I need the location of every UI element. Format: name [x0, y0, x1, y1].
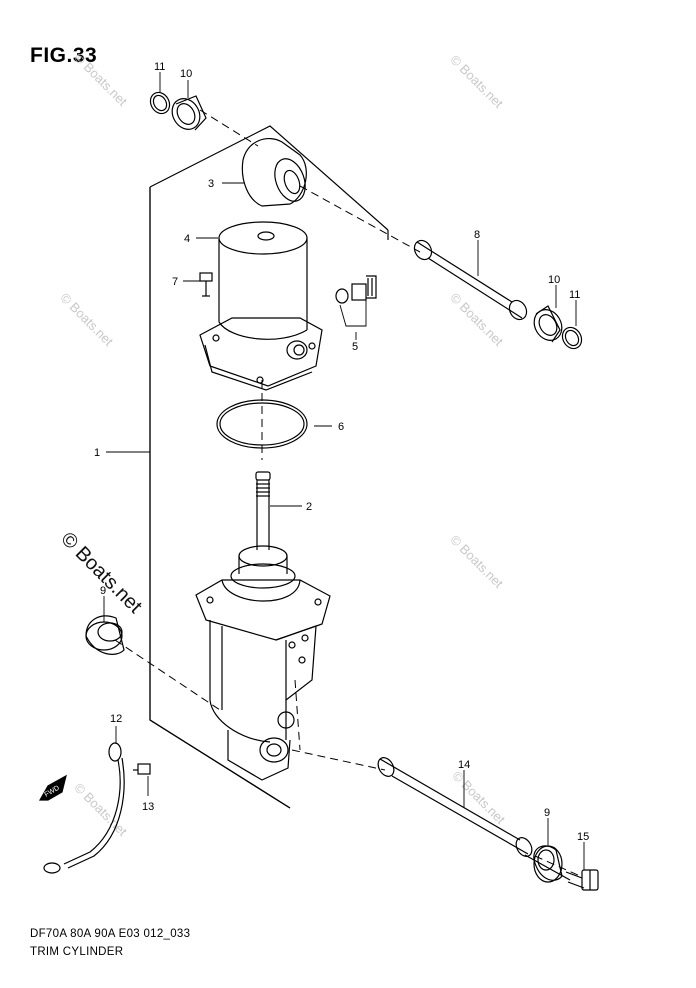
screw-part-7: [199, 272, 213, 297]
fitting-part-5: [335, 275, 377, 304]
bolt-part-13: [133, 763, 151, 775]
cylinder-body-lower: [195, 579, 331, 781]
callout-7: 7: [172, 276, 178, 288]
callout-4: 4: [184, 233, 190, 245]
callout-9: 9: [544, 807, 550, 819]
callout-10: 10: [180, 68, 192, 80]
callout-1: 1: [94, 447, 100, 459]
bushing-part-10-right: [533, 305, 563, 343]
callout-11: 11: [569, 289, 580, 301]
callout-8: 8: [474, 229, 480, 241]
callout-6: 6: [338, 421, 344, 433]
callout-14: 14: [458, 759, 470, 771]
bolt-part-15: [565, 869, 599, 891]
drawing-code: DF70A 80A 90A E03 012_033: [30, 928, 191, 940]
piston-rod-part-2: [230, 471, 296, 589]
callout-15: 15: [577, 831, 589, 843]
cylinder-housing-part-4: [199, 221, 323, 391]
circlip-part-11-top: [149, 91, 171, 115]
figure-caption: TRIM CYLINDER: [30, 946, 124, 958]
bushing-part-9-left: [85, 615, 125, 655]
callout-5: 5: [352, 341, 358, 353]
callout-2: 2: [306, 501, 312, 513]
callout-9: 9: [100, 585, 106, 597]
bushing-part-9-right: [533, 845, 563, 883]
ground-wire-part-12: [43, 742, 125, 874]
fwd-arrow: [38, 774, 67, 801]
pin-part-14: [377, 757, 533, 857]
bushing-part-10-top: [171, 95, 207, 131]
circlip-part-11-right: [561, 326, 583, 350]
o-ring-part-6: [216, 399, 308, 449]
callout-12: 12: [110, 713, 122, 725]
figure-title: FIG.33: [30, 44, 98, 67]
callout-13: 13: [142, 801, 154, 813]
callout-3: 3: [208, 178, 214, 190]
callout-11: 11: [154, 61, 165, 73]
callout-10: 10: [548, 274, 560, 286]
pin-part-8: [413, 239, 528, 321]
bushing-part-3: [241, 138, 307, 207]
assembly-outline: [149, 125, 571, 881]
